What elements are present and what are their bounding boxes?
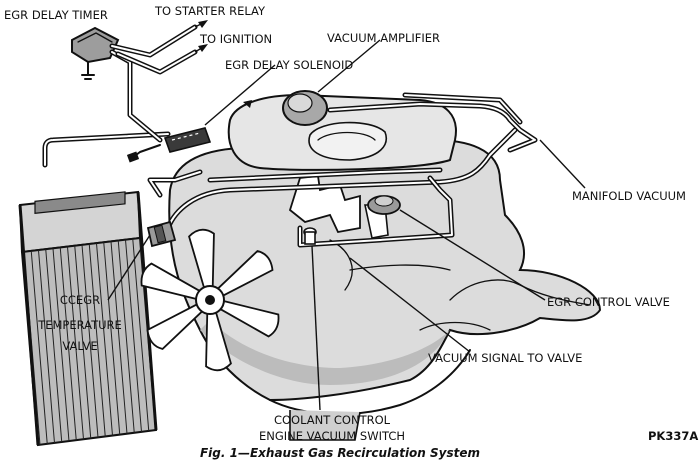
egr-control-valve: [367, 195, 401, 215]
radiator-fin: [81, 244, 99, 438]
radiator-fin: [132, 238, 150, 431]
label-vacuum-amplifier: VACUUM AMPLIFIER: [327, 31, 440, 45]
label-ccegr-line1: CCEGR: [60, 293, 100, 307]
radiator: [18, 190, 158, 447]
cooling-fan: [140, 228, 280, 372]
engine-block: [168, 138, 602, 441]
radiator-fin: [96, 243, 113, 436]
label-to-ignition: TO IGNITION: [199, 32, 272, 46]
radiator-fin: [88, 244, 106, 437]
coolant-vacuum-switch: [303, 227, 317, 245]
figure-caption: Fig. 1—Exhaust Gas Recirculation System: [200, 446, 480, 460]
egr-delay-timer: [71, 26, 120, 80]
radiator-fin: [59, 247, 77, 441]
fan-blade: [215, 250, 274, 298]
label-ccegr-line2: TEMPERATURE: [37, 318, 122, 332]
radiator-fin: [117, 240, 135, 433]
radiator-fin: [103, 242, 121, 435]
vacuum-amplifier: [243, 90, 328, 126]
label-egr-delay-timer: EGR DELAY TIMER: [4, 8, 108, 22]
radiator-fin: [74, 245, 92, 439]
label-egr-delay-solenoid: EGR DELAY SOLENOID: [225, 58, 353, 72]
label-coolant-line1: COOLANT CONTROL: [274, 413, 391, 427]
egr-delay-solenoid: [126, 127, 212, 163]
label-ccegr-line3: VALVE: [62, 339, 97, 353]
label-vacuum-signal-to-valve: VACUUM SIGNAL TO VALVE: [428, 351, 582, 365]
label-egr-control-valve: EGR CONTROL VALVE: [547, 295, 670, 309]
fan-blade: [217, 299, 280, 338]
radiator-fin: [67, 246, 84, 440]
ccegr-temperature-valve: [146, 220, 177, 248]
vacuum-lines: [42, 92, 538, 248]
radiator-fin: [45, 249, 63, 443]
radiator-fin: [110, 241, 128, 434]
fan-blade: [146, 302, 205, 350]
label-to-starter-relay: TO STARTER RELAY: [154, 4, 266, 18]
radiator-fin: [125, 239, 142, 432]
fan-blade: [140, 262, 203, 301]
figure-code: PK337A: [648, 429, 698, 443]
radiator-fin: [30, 251, 48, 445]
wiring: [109, 24, 198, 143]
leader-lines: [107, 20, 586, 411]
radiator-fin: [38, 250, 55, 444]
fan-blade: [205, 309, 232, 372]
radiator-fin: [52, 248, 70, 442]
fan-blade: [188, 228, 215, 291]
label-coolant-line2: ENGINE VACUUM SWITCH: [259, 429, 405, 443]
label-manifold-vacuum: MANIFOLD VACUUM: [572, 189, 686, 203]
fan-blades: [140, 228, 280, 372]
